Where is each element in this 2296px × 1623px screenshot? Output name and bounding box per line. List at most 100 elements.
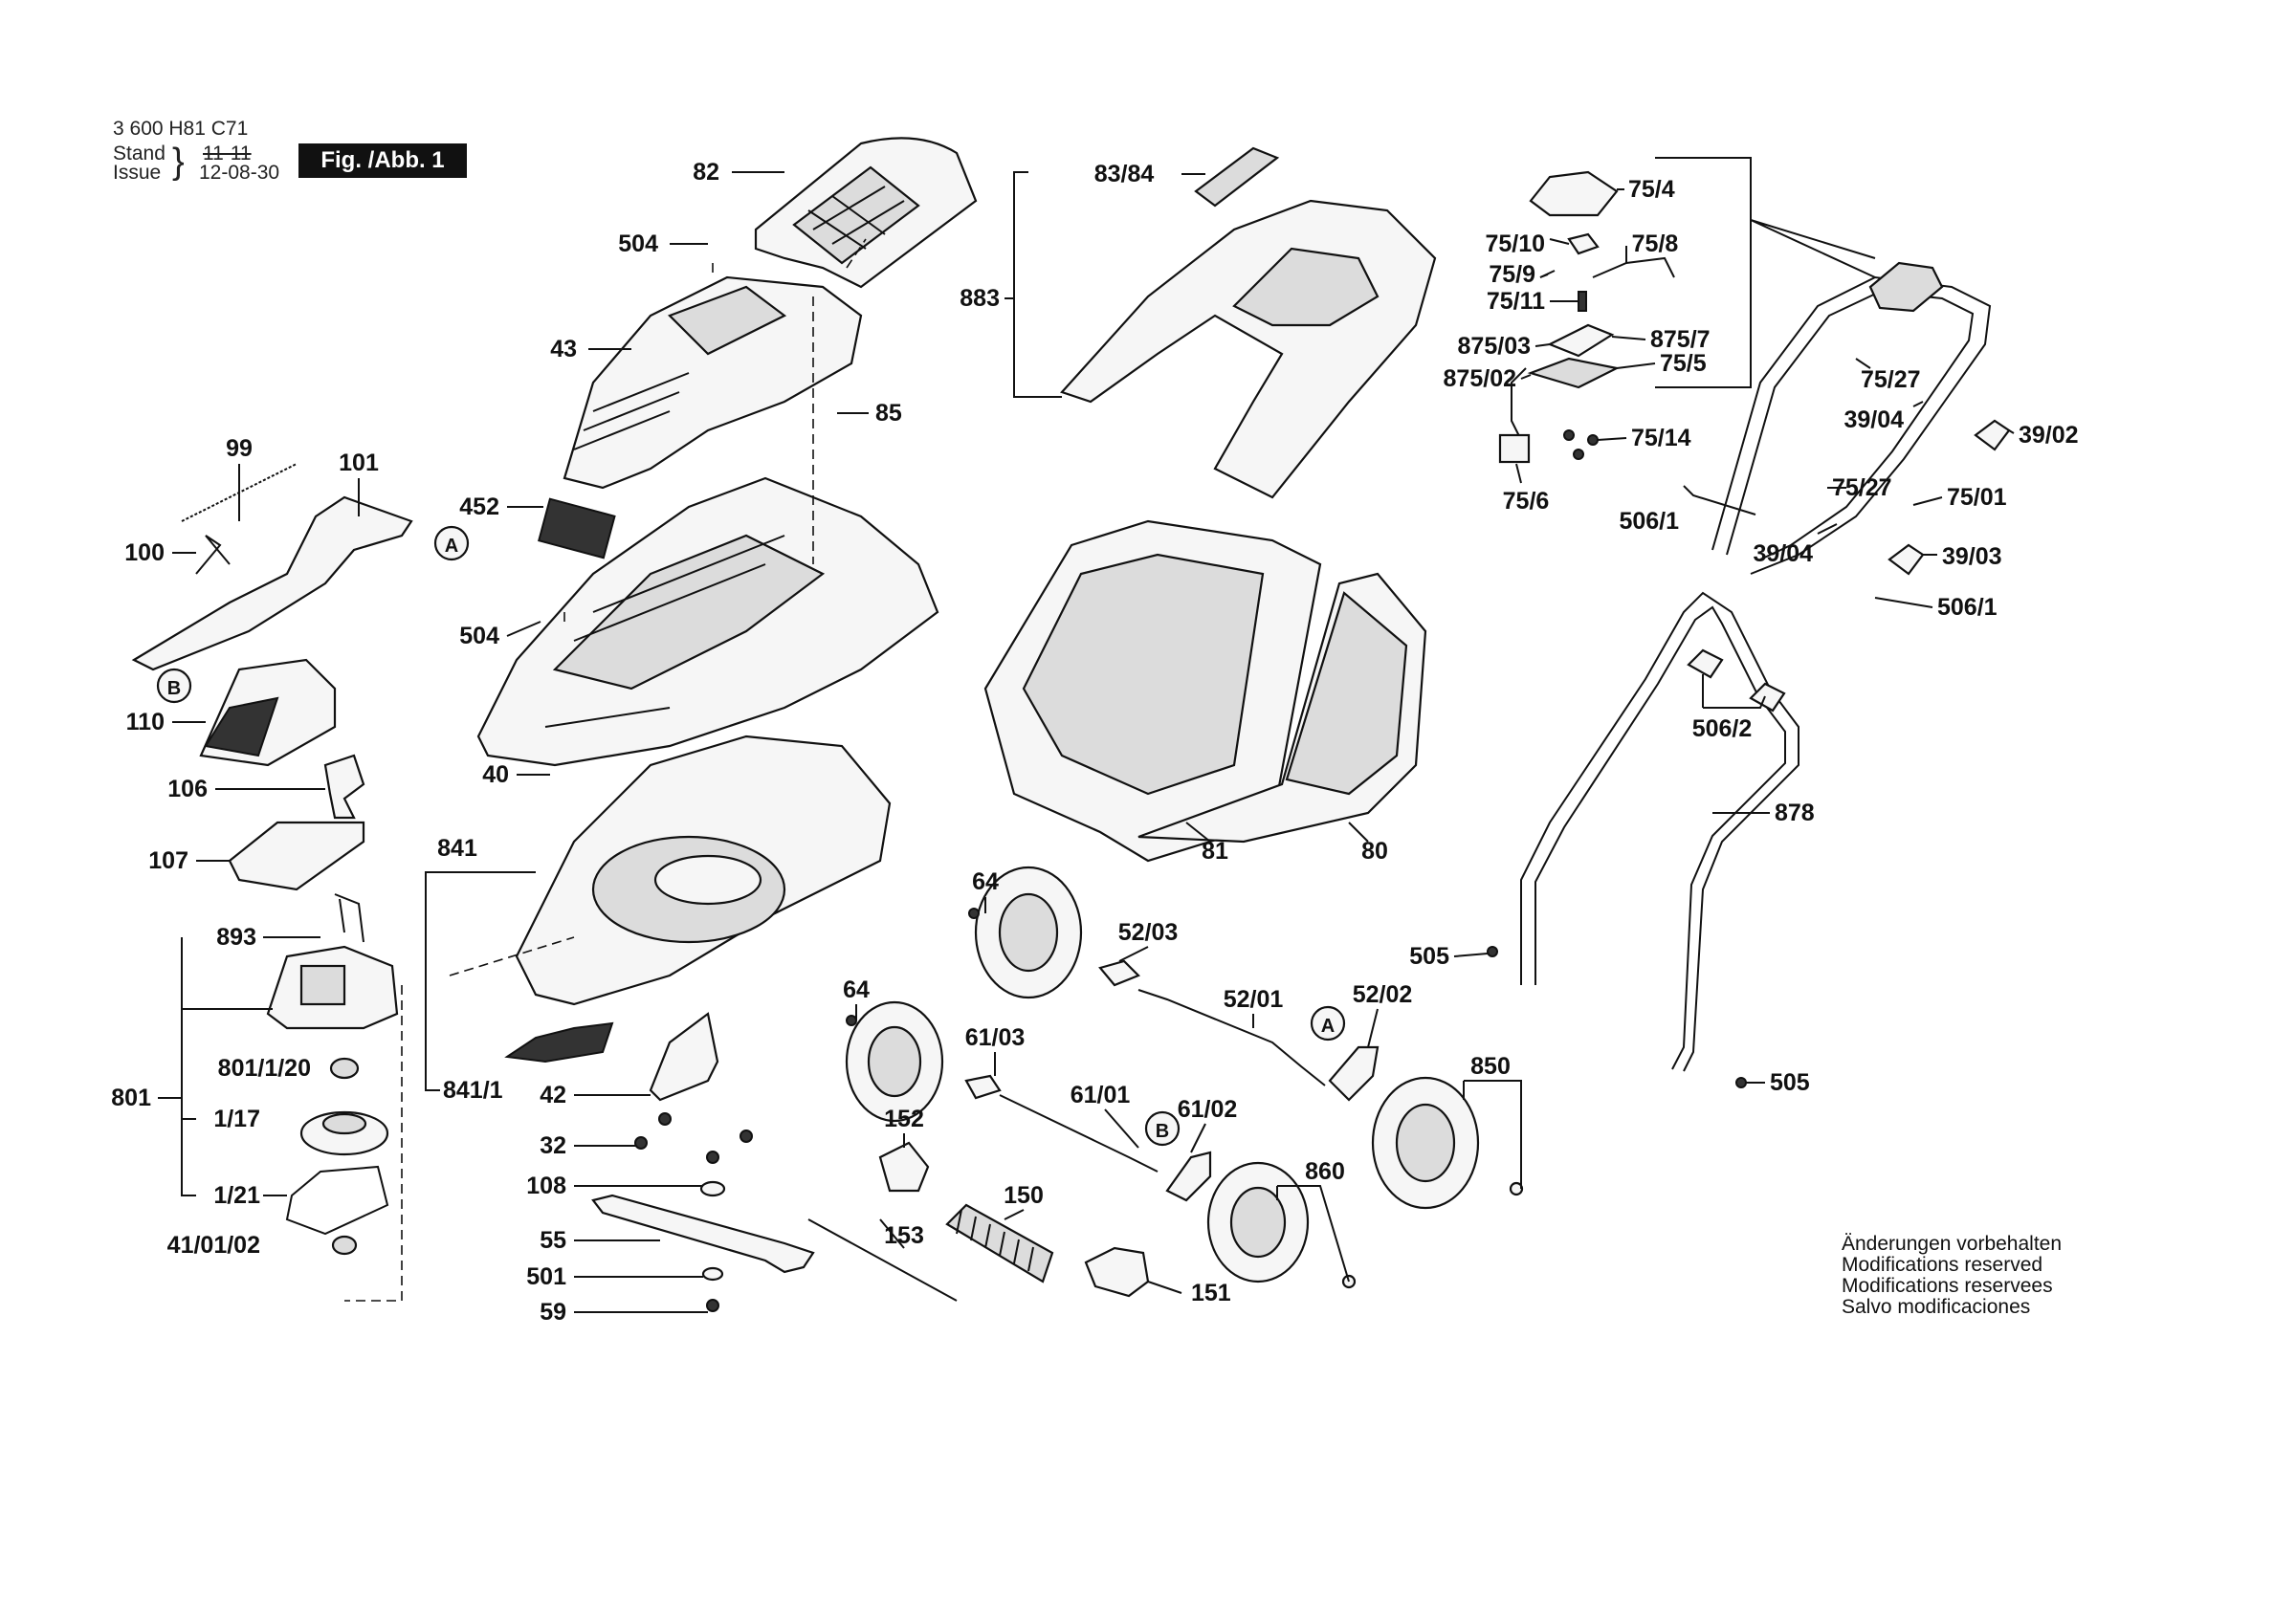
callout-1-17: 1/17 (213, 1106, 260, 1132)
figure-badge: Fig. /Abb. 1 (298, 143, 467, 178)
callout-504-mid: 504 (459, 623, 499, 649)
callout-893: 893 (216, 924, 256, 951)
part-878-lower-handle (1520, 591, 1799, 1072)
callout-59: 59 (540, 1299, 566, 1326)
part-75-10-cap (1567, 232, 1600, 255)
callout-43: 43 (550, 336, 577, 362)
part-75-14-screws (1563, 429, 1599, 460)
part-153-rod (807, 1218, 958, 1302)
callout-801: 801 (111, 1085, 151, 1111)
part-860-wheel (1206, 1161, 1310, 1283)
document-number: 3 600 H81 C71 (113, 118, 249, 140)
part-75-01-upper-handle (1711, 261, 1992, 575)
callout-75-01: 75/01 (1947, 484, 2007, 511)
callout-41-01-02: 41/01/02 (167, 1232, 260, 1259)
marker-a-2-label: A (1321, 1016, 1335, 1037)
callout-860: 860 (1305, 1158, 1345, 1185)
marker-b-1-label: B (167, 678, 181, 699)
callout-39-04-upper: 39/04 (1843, 406, 1904, 433)
callout-150: 150 (1004, 1182, 1044, 1209)
callout-151: 151 (1191, 1280, 1231, 1306)
callout-801-1-20: 801/1/20 (218, 1055, 311, 1082)
part-106-switch (323, 754, 365, 820)
part-875-02-cable (1511, 367, 1527, 441)
callout-75-4: 75/4 (1628, 176, 1675, 203)
issue-label: Issue (113, 162, 162, 184)
part-801-motor (266, 893, 399, 1030)
callout-75-8: 75/8 (1632, 230, 1679, 257)
part-81-grass-box (983, 519, 1322, 863)
callout-501: 501 (526, 1263, 566, 1290)
part-41-01-02-bearing (331, 1235, 358, 1256)
part-505-screw-b (1735, 1077, 1747, 1088)
part-59-bolt (706, 1299, 719, 1312)
part-150-roller (945, 1203, 1054, 1283)
marker-a-1-label: A (445, 536, 458, 557)
part-39-02-clamp (1974, 419, 2011, 451)
part-61-03-bushing (964, 1074, 1002, 1100)
callout-506-2: 506/2 (1692, 715, 1753, 742)
callout-82: 82 (693, 159, 719, 186)
part-61-02-arm (1165, 1151, 1212, 1202)
callout-75-10: 75/10 (1485, 230, 1545, 257)
part-75-8-lever (1592, 256, 1675, 278)
callout-42: 42 (540, 1082, 566, 1108)
callout-850: 850 (1470, 1053, 1511, 1080)
part-75-11-screw (1578, 291, 1587, 312)
callout-99: 99 (226, 435, 253, 462)
part-64-screw-b (846, 1015, 857, 1026)
callout-83-84: 83/84 (1094, 161, 1155, 187)
part-883-lid (1060, 199, 1437, 499)
part-801-1-20-bearing (329, 1057, 360, 1080)
note-line-fr: Modifications reservees (1842, 1275, 2053, 1297)
note-line-de: Änderungen vorbehalten (1842, 1233, 2063, 1255)
callout-81: 81 (1202, 838, 1228, 865)
callout-75-14: 75/14 (1631, 425, 1691, 451)
part-40-lower-housing (476, 476, 939, 767)
callout-100: 100 (124, 539, 165, 566)
part-42-flap (649, 1012, 719, 1102)
callout-883: 883 (960, 285, 1000, 312)
callout-labels: 82 504 43 85 99 101 100 452 504 110 40 1… (111, 159, 2078, 1326)
part-43-upper-housing (563, 275, 863, 490)
callout-39-03: 39/03 (1942, 543, 2002, 570)
callout-878: 878 (1775, 800, 1815, 826)
callout-101: 101 (339, 450, 379, 476)
part-82-cover (754, 137, 978, 289)
note-line-en: Modifications reserved (1842, 1254, 2043, 1276)
callout-75-9: 75/9 (1489, 261, 1535, 288)
leader-lines (158, 157, 2015, 1313)
callout-841-1: 841/1 (443, 1077, 503, 1104)
callout-39-02: 39/02 (2019, 422, 2079, 449)
callout-39-04-lower: 39/04 (1753, 540, 1813, 567)
part-52-02-arm (1328, 1045, 1380, 1102)
callout-106: 106 (167, 776, 208, 802)
part-1-17-pulley (299, 1110, 389, 1156)
stand-label: Stand (113, 143, 166, 164)
marker-a-2: A (1310, 1005, 1346, 1042)
callout-40: 40 (482, 761, 509, 788)
callout-75-27-upper: 75/27 (1861, 366, 1921, 393)
part-841-1-comb (504, 1021, 614, 1064)
note-line-es: Salvo modificaciones (1842, 1296, 2031, 1318)
callout-75-27-lower: 75/27 (1832, 474, 1892, 501)
part-452-logo-badge (538, 497, 616, 559)
part-151-cap (1084, 1246, 1150, 1298)
issue-date: 12-08-30 (199, 162, 280, 184)
callout-506-1-lower: 506/1 (1937, 594, 1998, 621)
brace-icon: } (172, 142, 185, 182)
callout-152: 152 (884, 1106, 924, 1132)
callout-107: 107 (148, 847, 188, 874)
part-1-21-belt (285, 1165, 389, 1236)
callout-75-5: 75/5 (1660, 350, 1707, 377)
part-64-screw-a (968, 908, 980, 919)
callout-61-03: 61/03 (965, 1024, 1026, 1051)
callout-75-11: 75/11 (1487, 288, 1545, 315)
callout-452: 452 (459, 493, 499, 520)
part-52-03-bushing (1098, 959, 1140, 987)
marker-a-1: A (433, 525, 470, 561)
part-506-2-knob-a (1687, 648, 1724, 679)
callout-875-02: 875/02 (1444, 365, 1516, 392)
callout-875-03: 875/03 (1458, 333, 1531, 360)
